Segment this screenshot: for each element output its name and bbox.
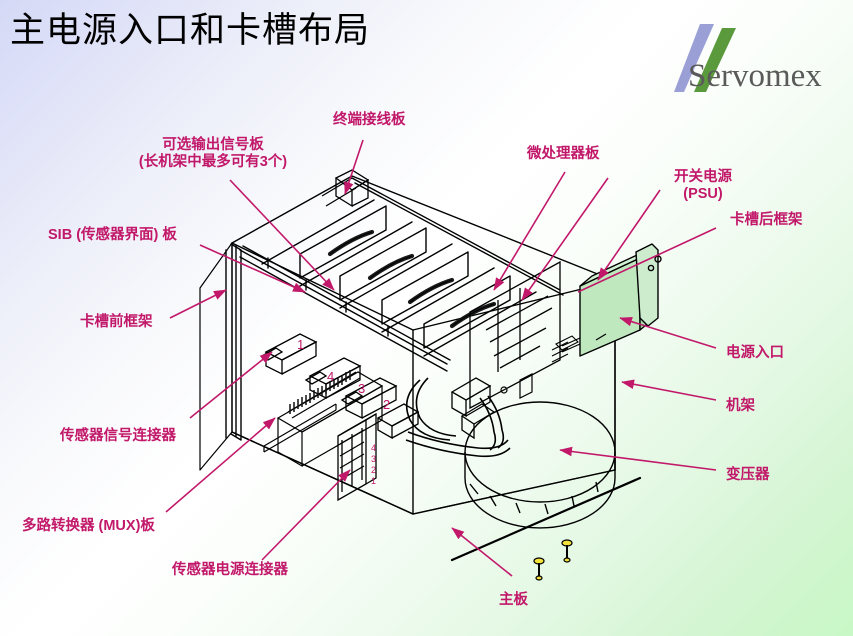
leader-card-cage-front-frame [170, 290, 227, 318]
callout-power-inlet: 电源入口 [726, 345, 784, 361]
stack-number-4: 4 [371, 443, 377, 453]
connector-number-1: 1 [297, 337, 305, 352]
callout-motherboard: 主板 [499, 592, 528, 608]
callout-transformer: 变压器 [726, 467, 770, 483]
leader-microprocessor-board-2 [522, 178, 608, 301]
leader-power-inlet [619, 316, 716, 348]
callout-microprocessor-board: 微处理器板 [527, 146, 600, 162]
callout-sib-board: SIB (传感器界面) 板 [48, 227, 177, 243]
connector-number-4: 4 [327, 369, 335, 384]
page-title: 主电源入口和卡槽布局 [10, 11, 371, 50]
servomex-logo: Servomex [622, 14, 850, 106]
callout-card-cage-front-frame: 卡槽前框架 [80, 314, 153, 330]
logo-slashes-icon [674, 24, 736, 92]
connector-number-2: 2 [383, 397, 391, 412]
stack-number-2: 2 [371, 465, 377, 475]
leader-terminal-board [344, 140, 363, 195]
callout-sensor-signal-connector: 传感器信号连接器 [60, 428, 176, 444]
stack-number-3: 3 [371, 454, 377, 464]
callout-mux-board: 多路转换器 (MUX)板 [22, 518, 155, 534]
leader-motherboard [451, 528, 512, 576]
connector-number-3: 3 [358, 381, 366, 396]
callout-terminal-board: 终端接线板 [333, 112, 406, 128]
stack-number-1: 1 [371, 476, 377, 486]
leader-chassis [621, 379, 716, 400]
leader-microprocessor-board [494, 172, 565, 291]
callout-optional-output-board: 可选输出信号板 (长机架中最多可有3个) [138, 137, 288, 170]
leader-sensor-power-connector [262, 469, 350, 560]
logo-wordmark: Servomex [688, 58, 822, 94]
leader-transformer [559, 446, 716, 470]
callout-card-cage-rear-frame: 卡槽后框架 [730, 212, 803, 228]
leader-sib-board [200, 245, 306, 292]
callout-switching-psu: 开关电源 (PSU) [674, 169, 732, 202]
leader-mux-board [166, 418, 276, 512]
leader-card-cage-rear-frame [578, 228, 716, 292]
leader-optional-output-board [230, 180, 334, 291]
leader-switching-psu [598, 190, 660, 281]
callout-sensor-power-connector: 传感器电源连接器 [172, 562, 288, 578]
leader-sensor-signal-connector [190, 352, 273, 418]
callout-chassis: 机架 [726, 398, 755, 414]
